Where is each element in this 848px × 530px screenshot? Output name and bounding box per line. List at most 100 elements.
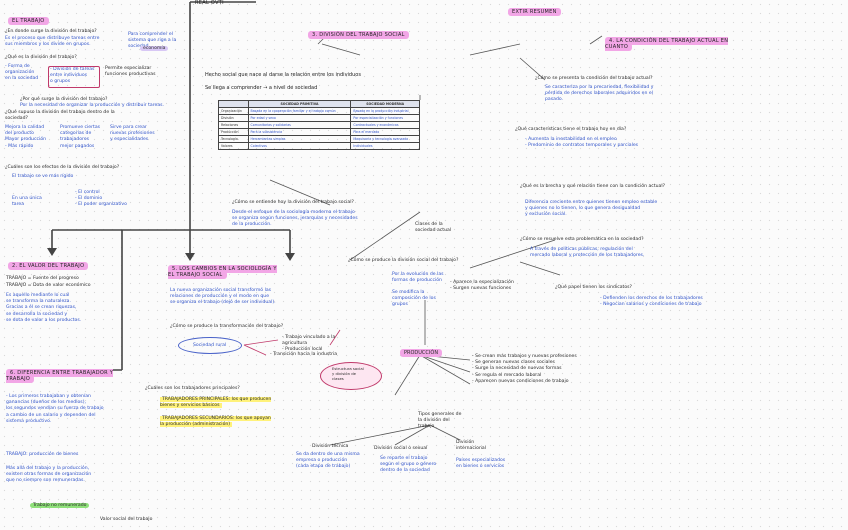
table-cell: Por edad y sexo (247, 114, 352, 122)
diferencia-foot: Valor social del trabajo (100, 517, 153, 522)
left-note-blue: Para comprender el sistema que rige a la… (128, 32, 177, 50)
table-cell: Herramientas simples (247, 135, 352, 143)
center-q-produce: ¿Cómo se produce la división social del … (348, 258, 459, 263)
valor-l1: TRABAJO = Fuente del progreso (6, 276, 79, 281)
diferencia-y1-text: TRABAJADORES PRINCIPALES: los que produc… (160, 397, 272, 409)
section-cambios-text: LOS CAMBIOS EN LA SOCIOLOGÍA Y EL TRABAJ… (168, 266, 277, 279)
left-a4c: Sirve para crear nuevas profesiones y es… (110, 125, 155, 143)
center-a-produce1: Por la evolución de las formas de produc… (392, 272, 444, 284)
center-a-sociedad: Desde el enfoque de la sociología modern… (232, 210, 358, 228)
section-valor-title: 2. EL VALOR DEL TRABAJO (8, 262, 89, 270)
table-cell: Contractuales y económicas (350, 121, 420, 129)
section-division-badge: 3. (312, 32, 318, 38)
right-q3: ¿Qué es la brecha y qué relación tiene c… (520, 184, 666, 189)
table-cell: Relaciones (218, 121, 249, 129)
center-side-sociedad: Clases de la sociedad actual (415, 222, 452, 234)
right-a4: A través de políticas públicas, regulaci… (530, 247, 645, 259)
section-valor-badge: 2. (12, 263, 18, 269)
table-cell: Individuales (350, 142, 420, 150)
left-q5: ¿Cuáles son los efectos de la división d… (5, 165, 120, 170)
pink-oval (320, 362, 382, 390)
economia-badge-label: economía (140, 46, 169, 51)
table-cell: Colectivos (247, 142, 352, 150)
section-diferencia-label: 6. DIFERENCIA ENTRE TRABAJADOR Y TRABAJO (6, 369, 114, 384)
diferencia-green: Trabajo no remunerado (30, 503, 90, 509)
section-cambios-label: 5. LOS CAMBIOS EN LA SOCIOLOGÍA Y EL TRA… (168, 265, 277, 280)
section-condicion-badge: 4. (609, 38, 615, 44)
diferencia-body: - Los primeros trabajaban y obtenían gan… (6, 394, 104, 424)
section-valor-text: EL VALOR DEL TRABAJO (19, 263, 85, 269)
right-a1: Se caracteriza por la precariedad, flexi… (545, 85, 654, 103)
left-a5: El trabajo se ve más rígido (12, 174, 74, 179)
table-header-cell: SOCIEDAD PRIMITIVA (247, 100, 352, 108)
section-trabajo-label: EL TRABAJO (8, 17, 49, 25)
top-title: REAL OVTI (195, 0, 224, 6)
table-cell: Tecnología (218, 135, 249, 143)
section-condicion-label: 4. LA CONDICIÓN DEL TRABAJO ACTUAL EN CU… (605, 37, 729, 52)
left-a2c: Permite especializar funciones productiv… (105, 66, 156, 78)
diferencia-bottom2: Más allá del trabajo y la producción, ex… (6, 466, 92, 484)
center-q-sociedad: ¿Cómo se entiende hoy la división del tr… (232, 200, 354, 205)
table-cell: Por especialización y funciones (350, 114, 420, 122)
center-a-produce2: Se modifica la composición de los grupos (392, 290, 436, 308)
table-header-cell: SOCIEDAD MODERNA (350, 100, 420, 108)
right-a2: - Aumenta la inestabilidad en el empleo … (525, 137, 639, 149)
right-q4: ¿Cómo se resuelve esta problemática en l… (520, 237, 644, 242)
table-cell: División (218, 114, 249, 122)
left-a4a: Mejora la calidad del producto Mayor pro… (5, 125, 47, 149)
comparison-table: SOCIEDAD PRIMITIVA SOCIEDAD MODERNA Orga… (218, 100, 420, 150)
right-a5: - Defienden los derechos de los trabajad… (600, 296, 703, 308)
table-cell: Valores (218, 142, 249, 150)
diferencia-y2: TRABAJADORES SECUNDARIOS: los que apoyan… (160, 416, 310, 428)
section-cambios-badge: 5. (172, 266, 178, 272)
table-header-row: SOCIEDAD PRIMITIVA SOCIEDAD MODERNA (218, 100, 420, 108)
left-q2: ¿Qué es la división del trabajo? (5, 55, 77, 60)
table-header-cell (218, 100, 249, 108)
left-a3: Por la necesidad de organizar la producc… (20, 103, 164, 108)
cambios-body: La nueva organización social transformó … (170, 288, 276, 306)
type3-title: División internacional (456, 440, 486, 452)
right-title-label: EXTIR RESUMEN (508, 8, 561, 16)
pink-oval-text: Estructura social y división de clases (332, 366, 364, 381)
diferencia-bottom1: TRABAJO: producción de bienes (6, 452, 79, 457)
table-cell: Basada en la cooperación familiar y el t… (247, 107, 352, 115)
left-a1: Es el proceso que distribuye tareas entr… (5, 36, 100, 48)
right-q5: ¿Qué papel tienen los sindicatos? (555, 285, 632, 290)
right-title: EXTIR RESUMEN (508, 8, 561, 16)
table-cell: Para el mercado (350, 128, 420, 136)
type3-desc: Países especializados en bienes o servic… (456, 458, 506, 470)
diferencia-q: ¿Cuáles son los trabajadores principales… (145, 386, 240, 391)
table-cell: Producción (218, 128, 249, 136)
right-q2: ¿Qué características tiene el trabajo ho… (515, 127, 627, 132)
central-branches: - Se crean más trabajos y nuevas profesi… (472, 354, 577, 384)
diferencia-y1: TRABAJADORES PRINCIPALES: los que produc… (160, 397, 310, 409)
left-a2b-box (48, 66, 100, 88)
section-diferencia-title: 6. DIFERENCIA ENTRE TRABAJADOR Y TRABAJO (6, 369, 116, 384)
type1-title: División técnica (312, 444, 349, 449)
section-trabajo-title: EL TRABAJO (8, 17, 49, 25)
table-cell: Comunitarias y solidarias (247, 121, 352, 129)
left-q3: ¿Por qué surge la división del trabajo? (20, 97, 108, 102)
section-diferencia-badge: 6. (10, 370, 16, 376)
cambios-oval (178, 337, 242, 354)
section-condicion-title: 4. LA CONDICIÓN DEL TRABAJO ACTUAL EN CU… (605, 37, 755, 52)
cambios-oval-label: Sociedad rural (193, 343, 227, 348)
table-cell: Para la subsistencia (247, 128, 352, 136)
cambios-q: ¿Cómo se produce la transformación del t… (170, 324, 284, 329)
left-q4: ¿Qué supuso la división del trabajo dent… (5, 110, 115, 122)
section-diferencia-text: DIFERENCIA ENTRE TRABAJADOR Y TRABAJO (6, 370, 114, 383)
central-node-label: PRODUCCIÓN (400, 349, 443, 357)
diferencia-y2-text: TRABAJADORES SECUNDARIOS: los que apoyan… (160, 416, 271, 428)
economia-badge: economía (140, 46, 169, 52)
left-a4b: Promueve ciertas categorías de trabajado… (60, 125, 101, 149)
left-q1: ¿En donde surge la división del trabajo? (5, 29, 97, 34)
center-l1: Hecho social que nace al darse la relaci… (205, 72, 361, 78)
left-a2b: - División de tareas entre individuos o … (50, 67, 95, 85)
section-valor-label: 2. EL VALOR DEL TRABAJO (8, 262, 89, 270)
